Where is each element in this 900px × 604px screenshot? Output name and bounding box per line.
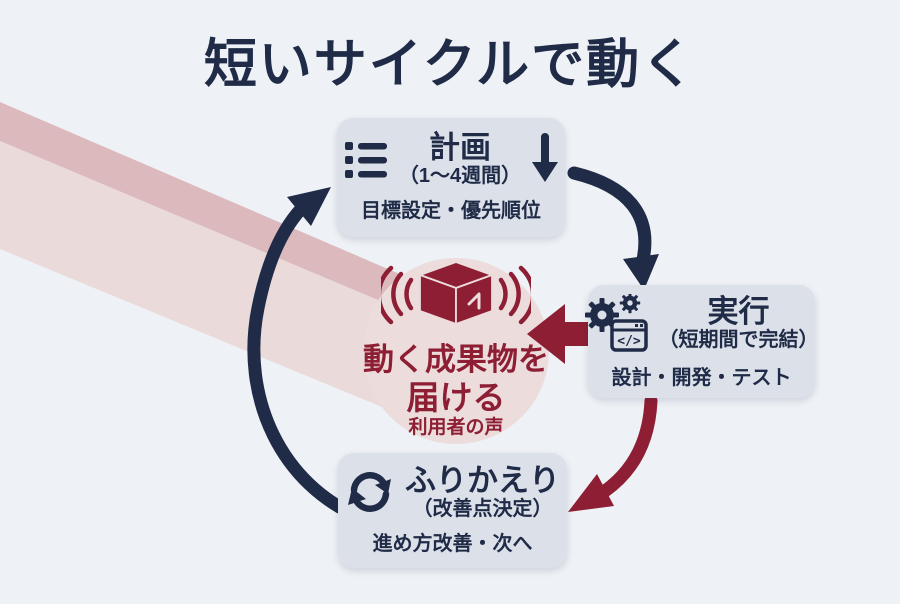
spotlight-band [0, 141, 452, 436]
center-message-line1: 動く成果物を [363, 342, 549, 377]
arrow-do-to-center [527, 304, 598, 364]
center-message-line2: 届ける [406, 379, 506, 416]
do-subtitle: （短期間で完結） [658, 328, 819, 351]
center-caption: 利用者の声 [408, 417, 504, 438]
retro-title: ふりかえり [405, 463, 560, 499]
plan-detail: 目標設定・優先順位 [361, 199, 541, 222]
list-icon [344, 141, 387, 178]
plan-title: 計画 [429, 130, 491, 166]
gears-code-icon: </> [584, 293, 648, 352]
package-broadcast-icon [381, 261, 531, 325]
plan-subtitle: （1〜4週間） [398, 164, 522, 187]
down-arrow-icon [532, 133, 559, 183]
arrow-do-to-retro [568, 394, 658, 512]
spotlight-band-edge [0, 102, 442, 327]
diagram-title: 短いサイクルで動く [203, 35, 697, 94]
arrow-plan-to-do [567, 166, 659, 290]
arrow-retro-to-plan [247, 187, 369, 525]
code-glyph: </> [617, 334, 641, 349]
do-detail: 設計・開発・テスト [611, 366, 792, 389]
retro-detail: 進め方改善・次へ [372, 532, 533, 555]
do-node: </> 実行 （短期間で完結） 設計・開発・テスト [584, 285, 819, 398]
refresh-icon [348, 472, 391, 513]
retro-subtitle: （改善点決定） [412, 497, 553, 520]
retro-node: ふりかえり （改善点決定） 進め方改善・次へ [338, 453, 567, 568]
do-title: 実行 [707, 294, 770, 330]
plan-node: 計画 （1〜4週間） 目標設定・優先順位 [337, 118, 565, 237]
